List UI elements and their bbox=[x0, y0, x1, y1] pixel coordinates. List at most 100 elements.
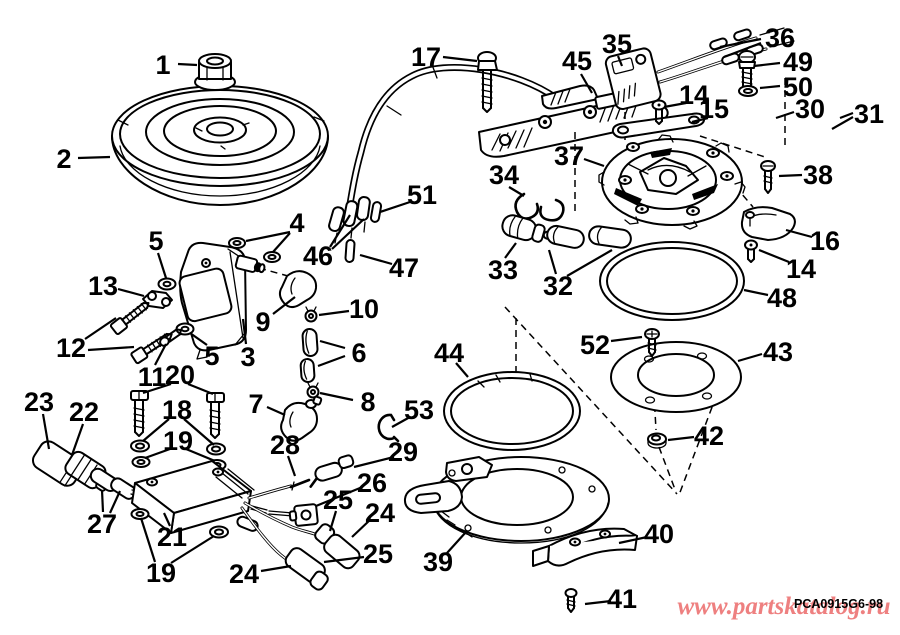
leader-line-51 bbox=[379, 200, 411, 214]
leader-line-19 bbox=[144, 447, 171, 460]
callout-label-43: 43 bbox=[763, 337, 793, 367]
callout-label-21: 21 bbox=[157, 522, 187, 552]
screw-52 bbox=[644, 328, 660, 357]
nut-42 bbox=[647, 432, 667, 449]
retainer-plate-43 bbox=[610, 341, 742, 413]
washer-50 bbox=[738, 85, 758, 97]
leader-line-10 bbox=[318, 309, 350, 317]
callout-label-15: 15 bbox=[699, 94, 729, 124]
leader-line-32 bbox=[566, 249, 613, 277]
leader-line-26 bbox=[315, 486, 361, 508]
connector-29 bbox=[309, 454, 355, 488]
callout-label-2: 2 bbox=[56, 144, 71, 174]
callout-label-7: 7 bbox=[248, 389, 263, 419]
leader-line-19 bbox=[185, 447, 216, 463]
clamp-8 bbox=[306, 382, 320, 399]
armature-plate-assembly bbox=[478, 84, 669, 158]
leader-line-22 bbox=[70, 423, 85, 456]
watermark-text: www.partskatalog.ru bbox=[677, 593, 890, 620]
leader-line-1 bbox=[177, 62, 198, 67]
screw-14-bottom bbox=[744, 239, 758, 263]
leader-line-29 bbox=[353, 455, 395, 469]
callout-label-4: 4 bbox=[289, 208, 304, 238]
leader-line-19 bbox=[139, 517, 157, 563]
leader-line-5 bbox=[156, 252, 168, 279]
leader-line-37 bbox=[583, 157, 605, 168]
leader-line-23 bbox=[41, 413, 51, 450]
leader-line-46 bbox=[329, 214, 351, 248]
cover-plate-16 bbox=[740, 206, 796, 241]
callout-label-41: 41 bbox=[607, 584, 637, 614]
callout-label-19: 19 bbox=[163, 426, 193, 456]
part-code: PCA0915G bbox=[794, 597, 858, 611]
retainer-ring-39 bbox=[403, 456, 610, 544]
washers-18 bbox=[130, 439, 226, 456]
leader-line-42 bbox=[667, 435, 695, 442]
callout-label-12: 12 bbox=[56, 333, 86, 363]
leader-line-4 bbox=[272, 232, 291, 253]
washers-5 bbox=[157, 277, 195, 336]
leader-line-34 bbox=[508, 186, 525, 197]
seal-ring-44 bbox=[443, 371, 581, 451]
leader-line-41 bbox=[584, 599, 612, 606]
spring-clip-34 bbox=[514, 192, 565, 222]
callout-label-6: 6 bbox=[351, 338, 366, 368]
ignition-coil-3 bbox=[178, 241, 266, 360]
callout-label-14: 14 bbox=[786, 254, 816, 284]
callout-label-45: 45 bbox=[562, 46, 592, 76]
leader-line-27 bbox=[108, 490, 122, 514]
leader-line-33 bbox=[504, 242, 517, 259]
callout-label-29: 29 bbox=[388, 437, 418, 467]
date-code: 6-98 bbox=[858, 597, 883, 611]
leader-line-24 bbox=[351, 518, 372, 538]
callout-label-26: 26 bbox=[357, 468, 387, 498]
leader-line-30 bbox=[775, 110, 795, 120]
screw-41 bbox=[564, 588, 578, 613]
callout-label-52: 52 bbox=[580, 330, 610, 360]
callout-label-36: 36 bbox=[765, 23, 795, 53]
flywheel bbox=[111, 85, 329, 206]
leader-line-31 bbox=[839, 111, 854, 120]
callout-label-44: 44 bbox=[434, 338, 464, 368]
callout-label-14: 14 bbox=[679, 80, 709, 110]
spark-wire-upper bbox=[236, 501, 361, 570]
leader-line-2 bbox=[77, 155, 111, 160]
leader-line-36 bbox=[719, 37, 762, 49]
bolts-20 bbox=[130, 390, 225, 439]
pin-47 bbox=[344, 239, 356, 263]
callout-label-23: 23 bbox=[24, 387, 54, 417]
callout-label-5: 5 bbox=[148, 226, 163, 256]
leader-line-14 bbox=[758, 248, 790, 264]
leader-line-36 bbox=[723, 41, 762, 59]
leader-line-7 bbox=[266, 405, 286, 417]
leader-line-40 bbox=[618, 535, 648, 545]
timer-base-37 bbox=[598, 134, 746, 230]
callout-label-53: 53 bbox=[404, 395, 434, 425]
callout-label-46: 46 bbox=[303, 241, 333, 271]
callout-label-25: 25 bbox=[323, 485, 353, 515]
callout-label-17: 17 bbox=[411, 42, 441, 72]
callout-label-19: 19 bbox=[146, 558, 176, 588]
bolt-17 bbox=[477, 51, 498, 113]
callout-label-49: 49 bbox=[783, 47, 813, 77]
callout-label-30: 30 bbox=[795, 94, 825, 124]
lead-terminals bbox=[328, 196, 383, 263]
plug-boot-24-upper bbox=[314, 523, 361, 570]
washers-4 bbox=[228, 237, 281, 263]
plug-boot-24-lower bbox=[284, 547, 329, 591]
callout-label-42: 42 bbox=[694, 421, 724, 451]
leader-line-8 bbox=[319, 391, 354, 402]
leader-line-19 bbox=[170, 535, 215, 564]
callout-label-3: 3 bbox=[240, 342, 255, 372]
callout-label-38: 38 bbox=[803, 160, 833, 190]
leader-line-44 bbox=[455, 362, 469, 378]
leader-line-17 bbox=[442, 55, 478, 63]
coil-35 bbox=[604, 47, 662, 111]
bolts-12 bbox=[109, 301, 173, 365]
screw-14-top bbox=[651, 99, 667, 125]
tubes-6 bbox=[299, 328, 319, 384]
callout-label-20: 20 bbox=[165, 360, 195, 390]
high-tension-lead bbox=[345, 61, 560, 214]
